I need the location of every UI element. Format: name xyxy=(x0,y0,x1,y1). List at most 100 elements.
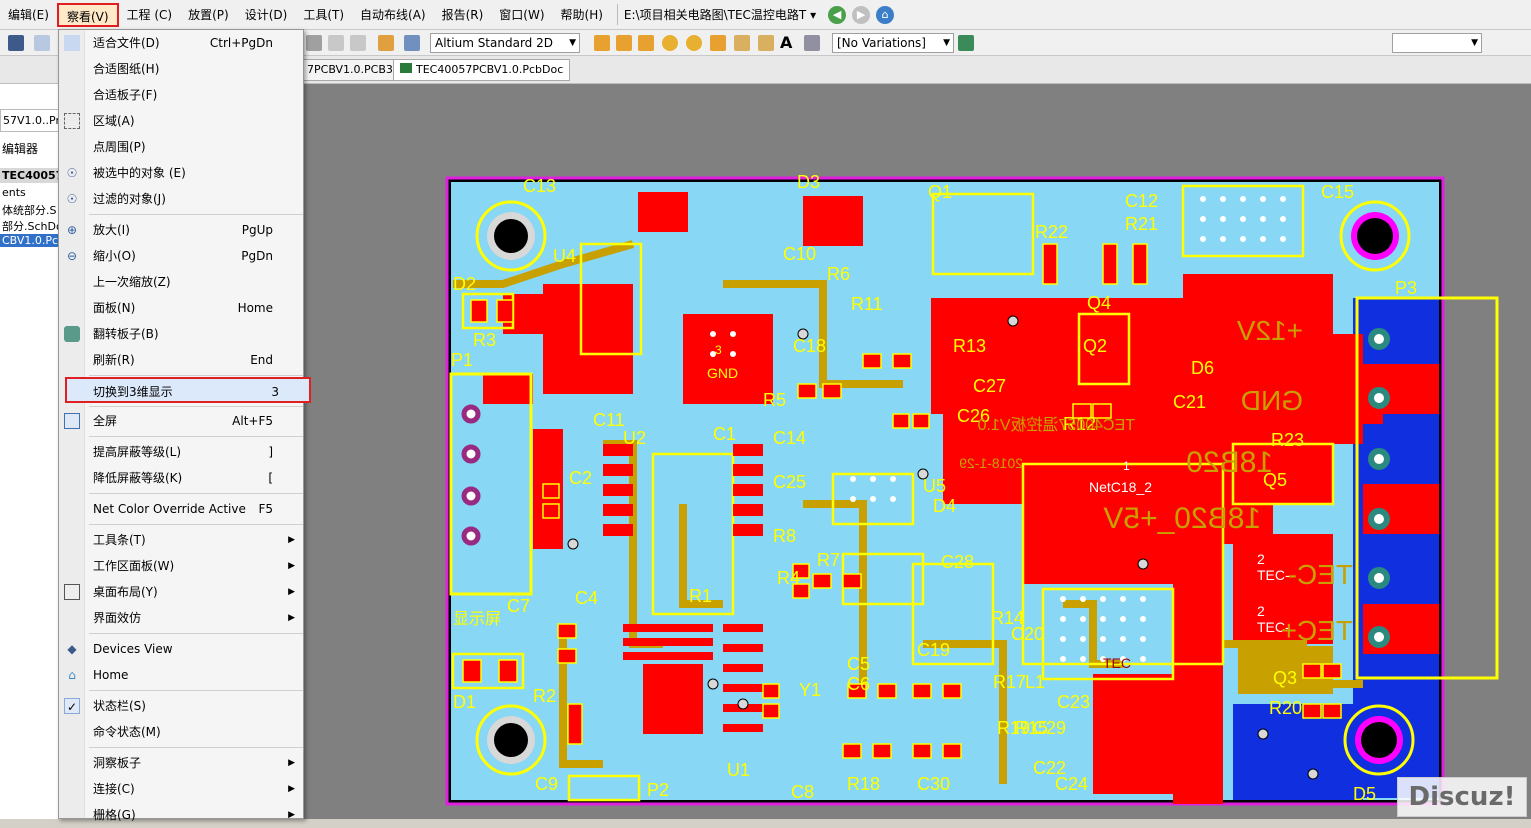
tree-item[interactable]: 部分.SchDoc xyxy=(2,220,59,233)
pcb-doc-icon xyxy=(400,63,412,73)
mounting-hole xyxy=(475,200,547,272)
menu-item-desktop-layout[interactable]: 桌面布局(Y) ▶ xyxy=(59,579,303,605)
menu-item-label: 命令状态(M) xyxy=(93,725,161,739)
designator-q3: Q3 xyxy=(1273,668,1297,688)
undo-icon[interactable] xyxy=(328,35,344,51)
menu-item-fullscreen[interactable]: 全屏 Alt+F5 xyxy=(59,408,303,434)
array-icon[interactable] xyxy=(804,35,820,51)
desktop-layout-icon xyxy=(64,584,80,600)
menu-design[interactable]: 设计(D) xyxy=(244,7,288,22)
polygon-icon[interactable] xyxy=(758,35,774,51)
menu-item-ui-emulation[interactable]: 界面效仿 ▶ xyxy=(59,605,303,631)
menu-place[interactable]: 放置(P) xyxy=(188,7,229,22)
variations-select[interactable]: [No Variations] ▼ xyxy=(832,33,954,53)
menu-item-filtered-objects[interactable]: ☉ 过滤的对象(J) xyxy=(59,186,303,212)
pencil-icon[interactable] xyxy=(378,35,394,51)
designator-c12: C12 xyxy=(1125,191,1158,211)
menu-separator xyxy=(89,690,303,691)
menu-bar: 编辑(E) 察看(V) 工程 (C) 放置(P) 设计(D) 工具(T) 自动布… xyxy=(0,0,1531,30)
menu-item-grid[interactable]: 栅格(G) ▶ xyxy=(59,802,303,828)
copper-pad xyxy=(643,664,703,734)
view-mode-select[interactable]: Altium Standard 2D ▼ xyxy=(430,33,580,53)
tab-pcbdoc[interactable]: TEC40057PCBV1.0.PcbDoc xyxy=(393,59,571,81)
project-root[interactable]: TEC40057 xyxy=(0,168,60,183)
route-multi-icon[interactable] xyxy=(638,35,654,51)
chevron-down-icon: ▼ xyxy=(569,38,576,48)
menu-item-selected-objects[interactable]: ☉ 被选中的对象 (E) xyxy=(59,160,303,186)
via-icon[interactable] xyxy=(686,35,702,51)
menu-item-devices-view[interactable]: ◆ Devices View xyxy=(59,636,303,662)
designator-r12: R12 xyxy=(1063,414,1096,434)
menu-item-fit-sheet[interactable]: 合适图纸(H) xyxy=(59,56,303,82)
tab-pcb3d[interactable]: 7PCBV1.0.PCB3D xyxy=(300,59,409,81)
menu-item-panel[interactable]: 面板(N) Home xyxy=(59,295,303,321)
menu-item-workspace-panels[interactable]: 工作区面板(W) ▶ xyxy=(59,553,303,579)
menu-item-fit-document[interactable]: 适合文件(D) Ctrl+PgDn xyxy=(59,30,303,56)
designator-q4: Q4 xyxy=(1087,293,1111,313)
project-item[interactable]: 57V1.0..PrjP xyxy=(0,109,59,132)
home-nav-icon[interactable]: ⌂ xyxy=(876,5,895,24)
menu-autoroute[interactable]: 自动布线(A) xyxy=(360,7,426,22)
pcb-canvas[interactable]: C13 D3 Q1 C12 C15 R21 R22 U4 R6 D2 R3 P1… xyxy=(303,84,1531,819)
menu-tools[interactable]: 工具(T) xyxy=(303,7,345,22)
fill-icon[interactable] xyxy=(734,35,750,51)
menu-edit[interactable]: 编辑(E) xyxy=(8,7,49,22)
designator-c28: C28 xyxy=(941,552,974,572)
tree-item-selected[interactable]: CBV1.0.Pcb xyxy=(0,234,60,247)
pad-icon[interactable] xyxy=(662,35,678,51)
menu-item-around-point[interactable]: 点周围(P) xyxy=(59,134,303,160)
layers-icon[interactable] xyxy=(8,35,24,51)
pad-array xyxy=(710,196,1286,662)
designator-c29: C29 xyxy=(1033,718,1066,738)
menu-item-connections[interactable]: 连接(C) ▶ xyxy=(59,776,303,802)
menu-item-switch-3d[interactable]: 切换到3维显示 3 xyxy=(65,377,311,403)
route-icon[interactable] xyxy=(594,35,610,51)
copper-pour xyxy=(1093,674,1223,794)
tree-item[interactable]: 体统部分.S xyxy=(2,204,57,217)
menu-item-label: 适合文件(D) xyxy=(93,36,160,50)
designator-q1: Q1 xyxy=(928,182,952,202)
inspect-icon[interactable] xyxy=(404,35,420,51)
menu-item-net-color-override[interactable]: Net Color Override Active F5 xyxy=(59,496,303,522)
menu-item-status-bar[interactable]: ✓ 状态栏(S) xyxy=(59,693,303,719)
menu-item-zoom-out[interactable]: ⊖ 缩小(O) PgDn xyxy=(59,243,303,269)
zoom-tool-icon[interactable] xyxy=(34,35,50,51)
zoom-area-icon xyxy=(64,113,80,129)
redo-icon[interactable] xyxy=(350,35,366,51)
menu-item-home[interactable]: ⌂ Home xyxy=(59,662,303,688)
menu-item-label: 过滤的对象(J) xyxy=(93,192,166,206)
menu-item-flip-board[interactable]: 翻转板子(B) xyxy=(59,321,303,347)
cut-icon[interactable] xyxy=(306,35,322,51)
tree-item[interactable]: ents xyxy=(2,186,26,199)
menu-item-refresh[interactable]: 刷新(R) End xyxy=(59,347,303,373)
menu-item-zoom-in[interactable]: ⊕ 放大(I) PgUp xyxy=(59,217,303,243)
route-diff-icon[interactable] xyxy=(616,35,632,51)
menu-item-previous-zoom[interactable]: 上一次缩放(Z) xyxy=(59,269,303,295)
gnd-pad xyxy=(683,314,773,404)
menu-item-command-status[interactable]: 命令状态(M) xyxy=(59,719,303,745)
menu-item-board-insight[interactable]: 洞察板子 ▶ xyxy=(59,750,303,776)
designator-r11: R11 xyxy=(851,294,883,314)
submenu-arrow-icon: ▶ xyxy=(288,535,295,545)
back-arrow-icon[interactable]: ◀ xyxy=(828,5,847,24)
document-path[interactable]: E:\项目相关电路图\TEC温控电路T ▾ xyxy=(616,4,822,25)
layer-select[interactable]: ▼ xyxy=(1392,33,1482,53)
menu-item-area[interactable]: 区域(A) xyxy=(59,108,303,134)
arc-icon[interactable] xyxy=(710,35,726,51)
flip-board-icon xyxy=(64,326,80,342)
forward-arrow-icon[interactable]: ▶ xyxy=(852,5,871,24)
menu-project[interactable]: 工程 (C) xyxy=(126,7,173,22)
pad-number-label: 2 xyxy=(1257,603,1265,619)
menu-item-lower-mask[interactable]: 降低屏蔽等级(K) [ xyxy=(59,465,303,491)
view-mode-value: Altium Standard 2D xyxy=(435,36,553,50)
menu-item-toolbars[interactable]: 工具条(T) ▶ xyxy=(59,527,303,553)
menu-window[interactable]: 窗口(W) xyxy=(499,7,545,22)
menu-item-shortcut: Ctrl+PgDn xyxy=(209,36,273,50)
board-icon[interactable] xyxy=(958,35,974,51)
text-icon[interactable]: A xyxy=(780,33,793,52)
menu-item-fit-board[interactable]: 合适板子(F) xyxy=(59,82,303,108)
menu-reports[interactable]: 报告(R) xyxy=(441,7,484,22)
menu-item-raise-mask[interactable]: 提高屏蔽等级(L) ] xyxy=(59,439,303,465)
menu-help[interactable]: 帮助(H) xyxy=(560,7,603,22)
menu-view[interactable]: 察看(V) xyxy=(56,2,119,27)
